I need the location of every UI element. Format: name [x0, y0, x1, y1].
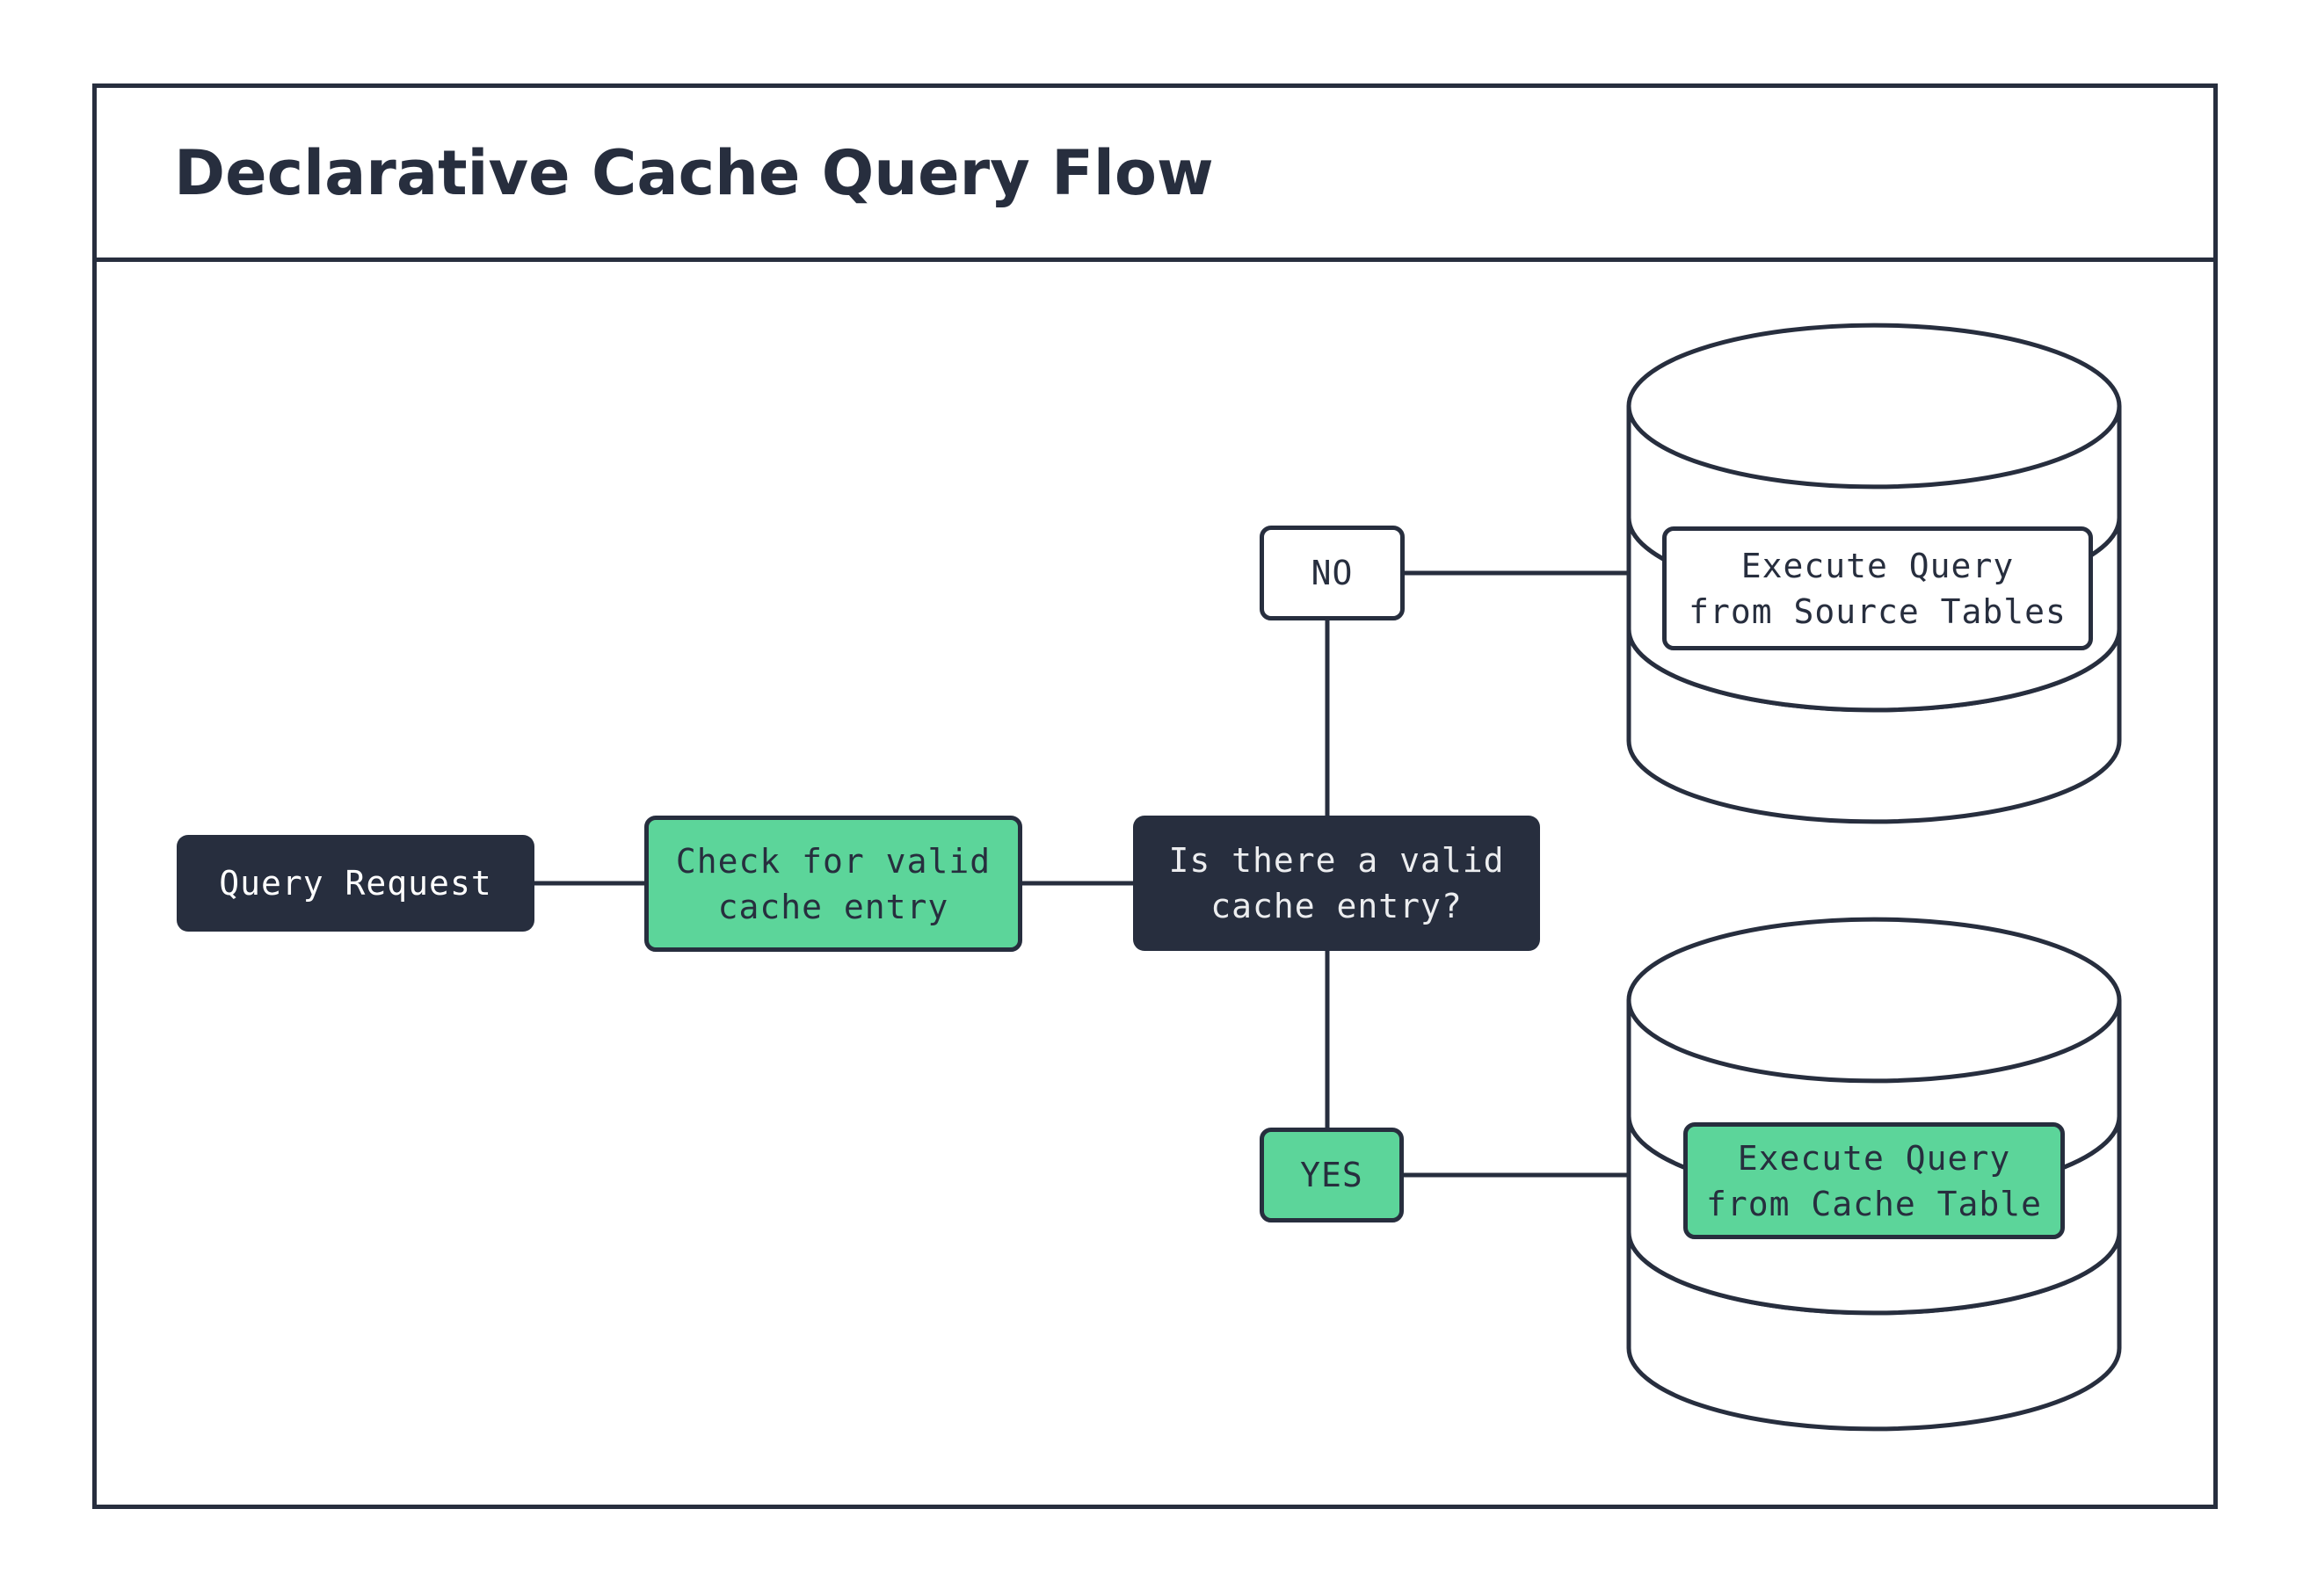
- node-check-cache: Check for valid cache entry: [644, 816, 1022, 952]
- node-query-request-label: Query Request: [219, 864, 492, 903]
- node-query-request: Query Request: [177, 835, 534, 932]
- node-check-cache-line2: cache entry: [717, 887, 949, 926]
- node-decision-line1: Is there a valid: [1168, 841, 1505, 880]
- node-yes-branch: YES: [1260, 1128, 1404, 1222]
- node-decision-line2: cache entry?: [1210, 887, 1463, 925]
- node-yes-label: YES: [1300, 1156, 1363, 1194]
- page-title: Declarative Cache Query Flow: [174, 136, 1214, 209]
- node-execute-source-line2: from Source Tables: [1689, 591, 2067, 631]
- node-execute-source-tables: Execute Query from Source Tables: [1662, 526, 2093, 650]
- node-execute-source-line1: Execute Query: [1740, 546, 2015, 585]
- node-no-label: NO: [1311, 554, 1354, 592]
- diagram-frame: Declarative Cache Query Flow: [92, 83, 2218, 1509]
- node-check-cache-line1: Check for valid: [675, 841, 992, 881]
- node-decision-valid-cache: Is there a valid cache entry?: [1133, 816, 1540, 951]
- node-execute-cache-line2: from Cache Table: [1705, 1184, 2043, 1223]
- node-execute-cache-table: Execute Query from Cache Table: [1683, 1122, 2065, 1239]
- diagram-header: Declarative Cache Query Flow: [97, 88, 2213, 262]
- node-no-branch: NO: [1260, 526, 1405, 620]
- node-execute-cache-line1: Execute Query: [1737, 1138, 2011, 1178]
